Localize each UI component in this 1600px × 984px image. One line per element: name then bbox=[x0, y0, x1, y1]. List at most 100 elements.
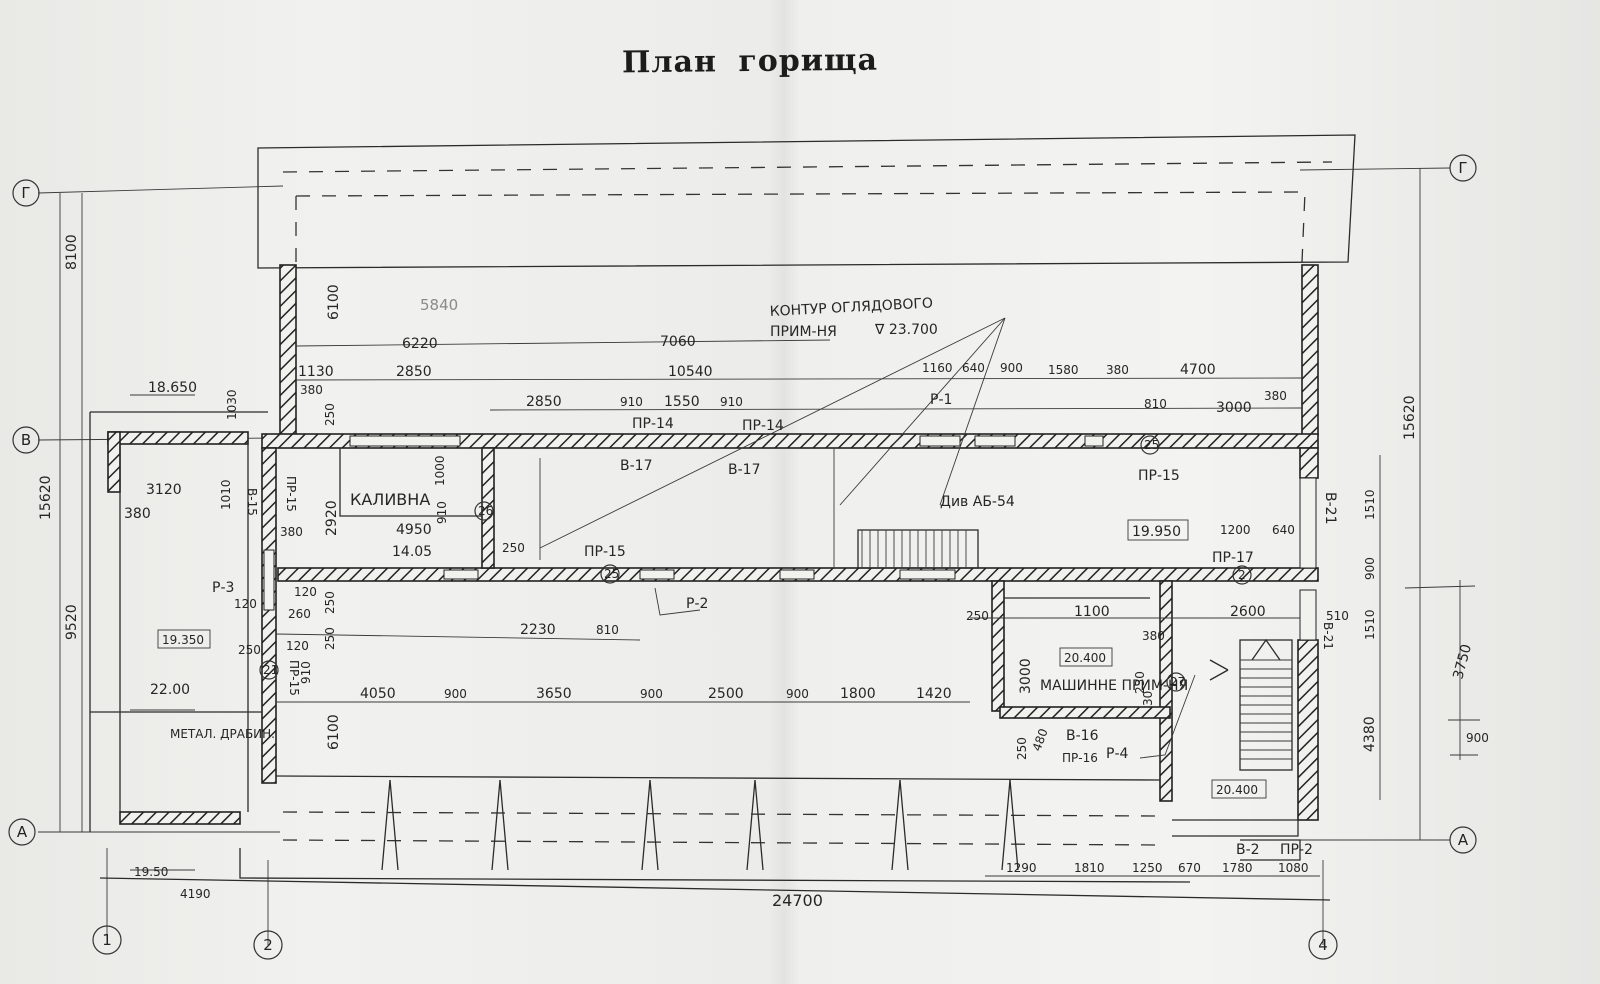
dim-380-a: 380 bbox=[1106, 363, 1129, 377]
mark-pr15-d: ПР-15 bbox=[287, 660, 301, 696]
level-marks: 18.650 19.950 19.350 20.400 20.400 14.05… bbox=[134, 380, 1267, 879]
level-19350: 19.350 bbox=[162, 633, 204, 647]
dim-2500: 2500 bbox=[708, 686, 744, 702]
dim-10540: 10540 bbox=[668, 364, 713, 380]
dim-1080: 1080 bbox=[1278, 861, 1309, 875]
dim-6100-top: 6100 bbox=[326, 284, 342, 320]
dim-1160: 1160 bbox=[922, 361, 953, 375]
dim-120-b: 120 bbox=[234, 597, 257, 611]
dim-1290: 1290 bbox=[1006, 861, 1037, 875]
dim-2230: 2230 bbox=[520, 622, 556, 638]
dim-1510-a: 1510 bbox=[1363, 489, 1377, 520]
svg-text:2: 2 bbox=[263, 936, 273, 954]
mark-r4: Р-4 bbox=[1106, 746, 1128, 762]
level-20400-stair: 20.400 bbox=[1216, 783, 1258, 797]
dim-3120: 3120 bbox=[146, 482, 182, 498]
mark-v17-a: В-17 bbox=[620, 458, 652, 474]
dim-900-e: 900 bbox=[640, 687, 663, 701]
dim-380-e: 380 bbox=[280, 525, 303, 539]
mark-r1: Р-1 bbox=[930, 392, 952, 408]
notes: КОНТУР ОГЛЯДОВОГО ПРИМ-НЯ ∇ 23.700 Див А… bbox=[420, 295, 1015, 510]
level-18650: 18.650 bbox=[148, 380, 197, 396]
mark-pr14-a: ПР-14 bbox=[632, 416, 674, 432]
mark-pr2: ПР-2 bbox=[1280, 842, 1313, 858]
mark-pr14-b: ПР-14 bbox=[742, 418, 784, 434]
dim-250-a: 250 bbox=[323, 403, 337, 426]
dim-250-e: 250 bbox=[323, 627, 337, 650]
interior-lines bbox=[89, 411, 1331, 901]
level-1950: 19.50 bbox=[134, 865, 168, 879]
roof-slopes bbox=[381, 779, 1019, 871]
dim-250-f: 250 bbox=[1015, 737, 1029, 760]
dim-4050: 4050 bbox=[360, 686, 396, 702]
svg-text:21: 21 bbox=[263, 663, 278, 677]
svg-text:А: А bbox=[17, 823, 28, 841]
axis-bubble-col-2: 2 bbox=[253, 930, 283, 960]
dim-4700: 4700 bbox=[1180, 362, 1216, 378]
callout-25-a: 25 bbox=[600, 564, 620, 584]
mark-pr16: ПР-16 bbox=[1062, 751, 1098, 765]
dim-910-b: 910 bbox=[720, 395, 743, 409]
dim-2850-b: 2850 bbox=[526, 394, 562, 410]
dim-2920: 2920 bbox=[324, 500, 340, 536]
dim-15620-right: 15620 bbox=[1402, 395, 1418, 440]
mark-v2: В-2 bbox=[1236, 842, 1260, 858]
dim-910-d: 910 bbox=[299, 661, 313, 684]
dim-120-a: 120 bbox=[294, 585, 317, 599]
svg-text:25: 25 bbox=[604, 567, 619, 581]
callout-21: 21 bbox=[259, 660, 279, 680]
dim-1000: 1000 bbox=[433, 455, 447, 486]
dim-900-d: 900 bbox=[444, 687, 467, 701]
callout-25-b: 25 bbox=[1140, 435, 1160, 455]
dim-380-d: 380 bbox=[124, 506, 151, 522]
dim-24700: 24700 bbox=[772, 891, 823, 910]
callout-2: 2 bbox=[1232, 565, 1252, 585]
dim-640-a: 640 bbox=[962, 361, 985, 375]
dim-1510-b: 1510 bbox=[1363, 609, 1377, 640]
level-20400-machine: 20.400 bbox=[1064, 651, 1106, 665]
dim-7060: 7060 bbox=[660, 334, 696, 350]
dim-6220: 6220 bbox=[402, 336, 438, 352]
dim-1030: 1030 bbox=[225, 389, 239, 420]
mark-pr17: ПР-17 bbox=[1212, 550, 1254, 566]
dim-900-b: 900 bbox=[1363, 557, 1377, 580]
dim-230: 230 bbox=[1133, 671, 1147, 694]
mark-r3: Р-3 bbox=[212, 580, 234, 596]
mark-v21-a: В-21 bbox=[1322, 492, 1338, 524]
dim-900-c: 900 bbox=[1466, 731, 1489, 745]
dim-510: 510 bbox=[1326, 609, 1349, 623]
mark-pr15-a: ПР-15 bbox=[584, 544, 626, 560]
room-label-ladder: МЕТАЛ. ДРАБИН. bbox=[170, 727, 275, 741]
dim-2850-a: 2850 bbox=[396, 364, 432, 380]
dim-6100-bottom: 6100 bbox=[326, 714, 342, 750]
dim-640-b: 640 bbox=[1272, 523, 1295, 537]
dim-900-f: 900 bbox=[786, 687, 809, 701]
callout-27: 27 bbox=[1166, 672, 1186, 692]
dim-3000-a: 3000 bbox=[1216, 400, 1252, 416]
dim-250-c: 250 bbox=[966, 609, 989, 623]
dim-380-b: 380 bbox=[1264, 389, 1287, 403]
mark-v21-b: В-21 bbox=[1321, 622, 1335, 650]
callout-circles: 25 25 26 2 27 21 bbox=[259, 435, 1252, 692]
svg-text:2: 2 bbox=[1238, 568, 1246, 582]
contour-note: КОНТУР ОГЛЯДОВОГО bbox=[769, 295, 933, 320]
dim-4380: 4380 bbox=[1362, 716, 1378, 752]
dim-910-c: 910 bbox=[435, 501, 449, 524]
axis-bubble-v-left: В bbox=[12, 426, 40, 454]
axis-bubble-a-right: А bbox=[1449, 826, 1477, 854]
svg-text:В: В bbox=[21, 431, 31, 449]
svg-text:26: 26 bbox=[478, 504, 493, 518]
svg-text:Г: Г bbox=[1458, 159, 1467, 177]
dim-1810: 1810 bbox=[1074, 861, 1105, 875]
mark-v17-b: В-17 bbox=[728, 462, 760, 478]
mark-v16: В-16 bbox=[1066, 728, 1099, 744]
mark-r2: Р-2 bbox=[686, 596, 708, 612]
svg-text:А: А bbox=[1458, 831, 1469, 849]
dim-1580: 1580 bbox=[1048, 363, 1079, 377]
contour-level: ∇ 23.700 bbox=[874, 322, 938, 338]
dim-1250: 1250 bbox=[1132, 861, 1163, 875]
svg-text:Г: Г bbox=[21, 184, 30, 202]
svg-text:1: 1 bbox=[102, 931, 112, 949]
dim-120-c: 120 bbox=[286, 639, 309, 653]
